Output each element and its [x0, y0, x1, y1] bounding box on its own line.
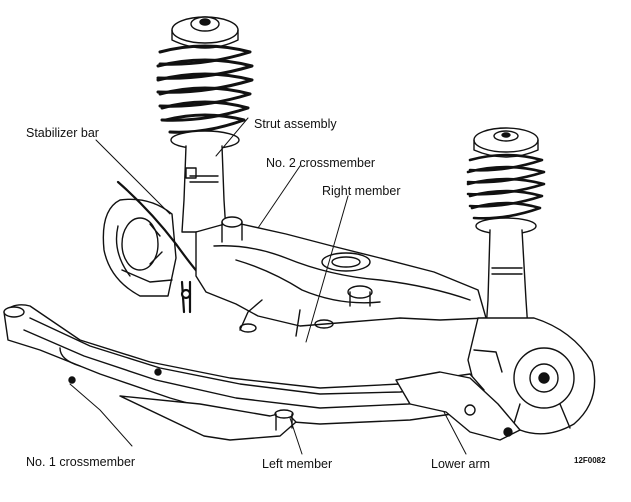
label-stabilizer-bar: Stabilizer bar — [26, 126, 99, 140]
lower-arm — [395, 371, 521, 441]
right-strut-assembly — [466, 127, 546, 331]
figure-code: 12F0082 — [574, 456, 606, 465]
leader-lower-arm — [443, 411, 467, 455]
leader-no2-crossmember — [257, 165, 301, 229]
label-strut-assembly: Strut assembly — [254, 117, 337, 131]
left-knuckle — [102, 198, 177, 297]
leader-strut-assembly — [215, 117, 249, 157]
label-no1-crossmember: No. 1 crossmember — [26, 455, 136, 469]
left-member — [119, 395, 297, 441]
leader-right-member — [305, 195, 349, 343]
leader-stabilizer-bar — [95, 139, 171, 215]
left-strut-assembly — [156, 16, 254, 233]
leader-lines — [69, 117, 467, 455]
no1-crossmember — [3, 304, 485, 425]
label-right-member: Right member — [322, 184, 401, 198]
leader-left-member — [289, 417, 303, 455]
label-lower-arm: Lower arm — [431, 457, 491, 471]
label-no2-crossmember: No. 2 crossmember — [266, 156, 376, 170]
leader-no1-crossmember — [69, 383, 133, 447]
label-left-member: Left member — [262, 457, 333, 471]
no2-crossmember — [195, 216, 487, 337]
